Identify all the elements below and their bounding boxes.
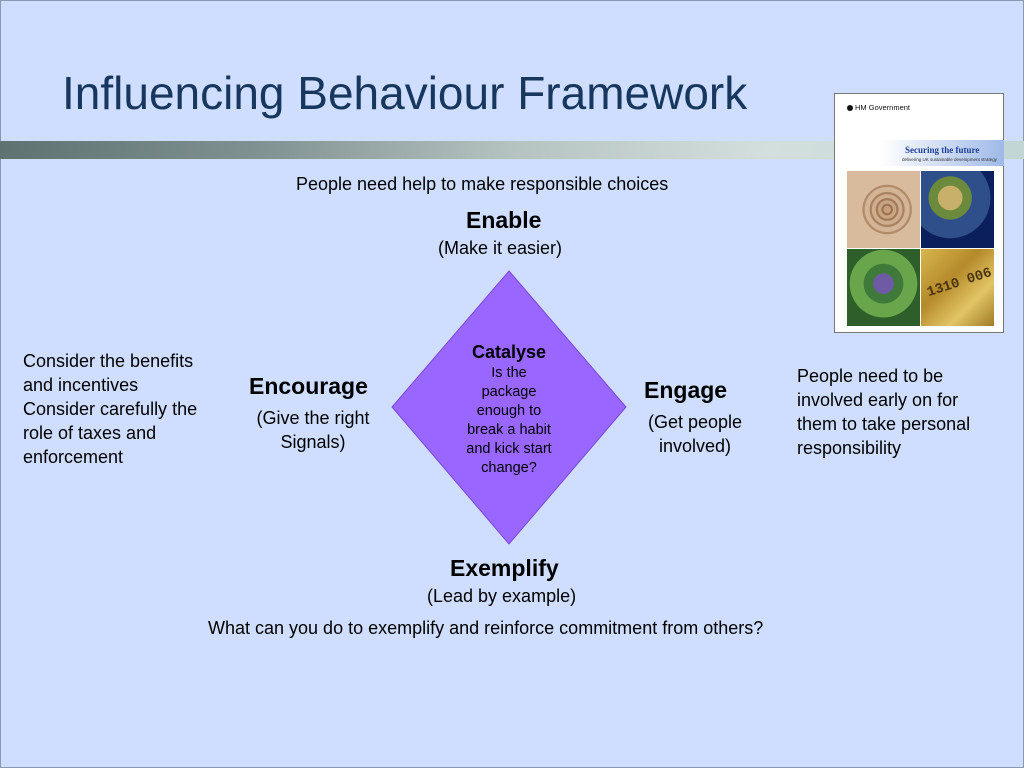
earth-photo [921, 171, 994, 248]
enable-subtitle: (Make it easier) [438, 238, 563, 258]
catalyse-line: change? [481, 460, 537, 476]
cover-title-band [881, 140, 1004, 166]
exemplify-heading: Exemplify [450, 555, 559, 581]
top-prompt: People need help to make responsible cho… [296, 174, 669, 194]
left-note: Consider the benefits and incentives Con… [23, 351, 198, 467]
catalyse-question: Is the package enough to break a habit a… [455, 364, 563, 478]
catalyse-line: break a habit [467, 422, 551, 438]
engage-heading: Engage [644, 377, 728, 403]
catalyse-line: Is the [491, 365, 527, 381]
catalyse-diamond [391, 270, 627, 545]
banknote-serial-graphic: 1310 006 [925, 265, 994, 301]
crest-icon [847, 105, 853, 112]
svg-text:1310 006: 1310 006 [925, 265, 994, 301]
exemplify-subtitle: (Lead by example) [427, 586, 577, 606]
cover-publisher: HM Government [847, 103, 910, 112]
banknote-photo: 1310 006 [921, 249, 994, 326]
catalyse-line: enough to [476, 403, 542, 419]
publication-cover-image: HM Government Securing the future delive… [834, 93, 1004, 333]
enable-heading: Enable [466, 207, 542, 233]
right-note: People need to be involved early on for … [797, 366, 971, 458]
catalyse-line: package [481, 384, 537, 400]
bottom-prompt: What can you do to exemplify and reinfor… [208, 618, 764, 638]
title-divider [0, 141, 1024, 159]
encourage-heading: Encourage [249, 373, 368, 399]
city-satellite-photo [847, 249, 920, 326]
encourage-subtitle: (Give the right Signals) [256, 408, 370, 452]
tree-rings-photo [847, 171, 920, 248]
engage-subtitle: (Get people involved) [647, 412, 743, 456]
catalyse-line: and kick start [466, 441, 552, 457]
cover-subtitle: delivering UK sustainable development st… [902, 157, 998, 162]
catalyse-heading: Catalyse [471, 342, 547, 362]
diamond-shape [391, 270, 627, 545]
slide-title: Influencing Behaviour Framework [62, 67, 748, 119]
cover-title: Securing the future [905, 145, 980, 155]
